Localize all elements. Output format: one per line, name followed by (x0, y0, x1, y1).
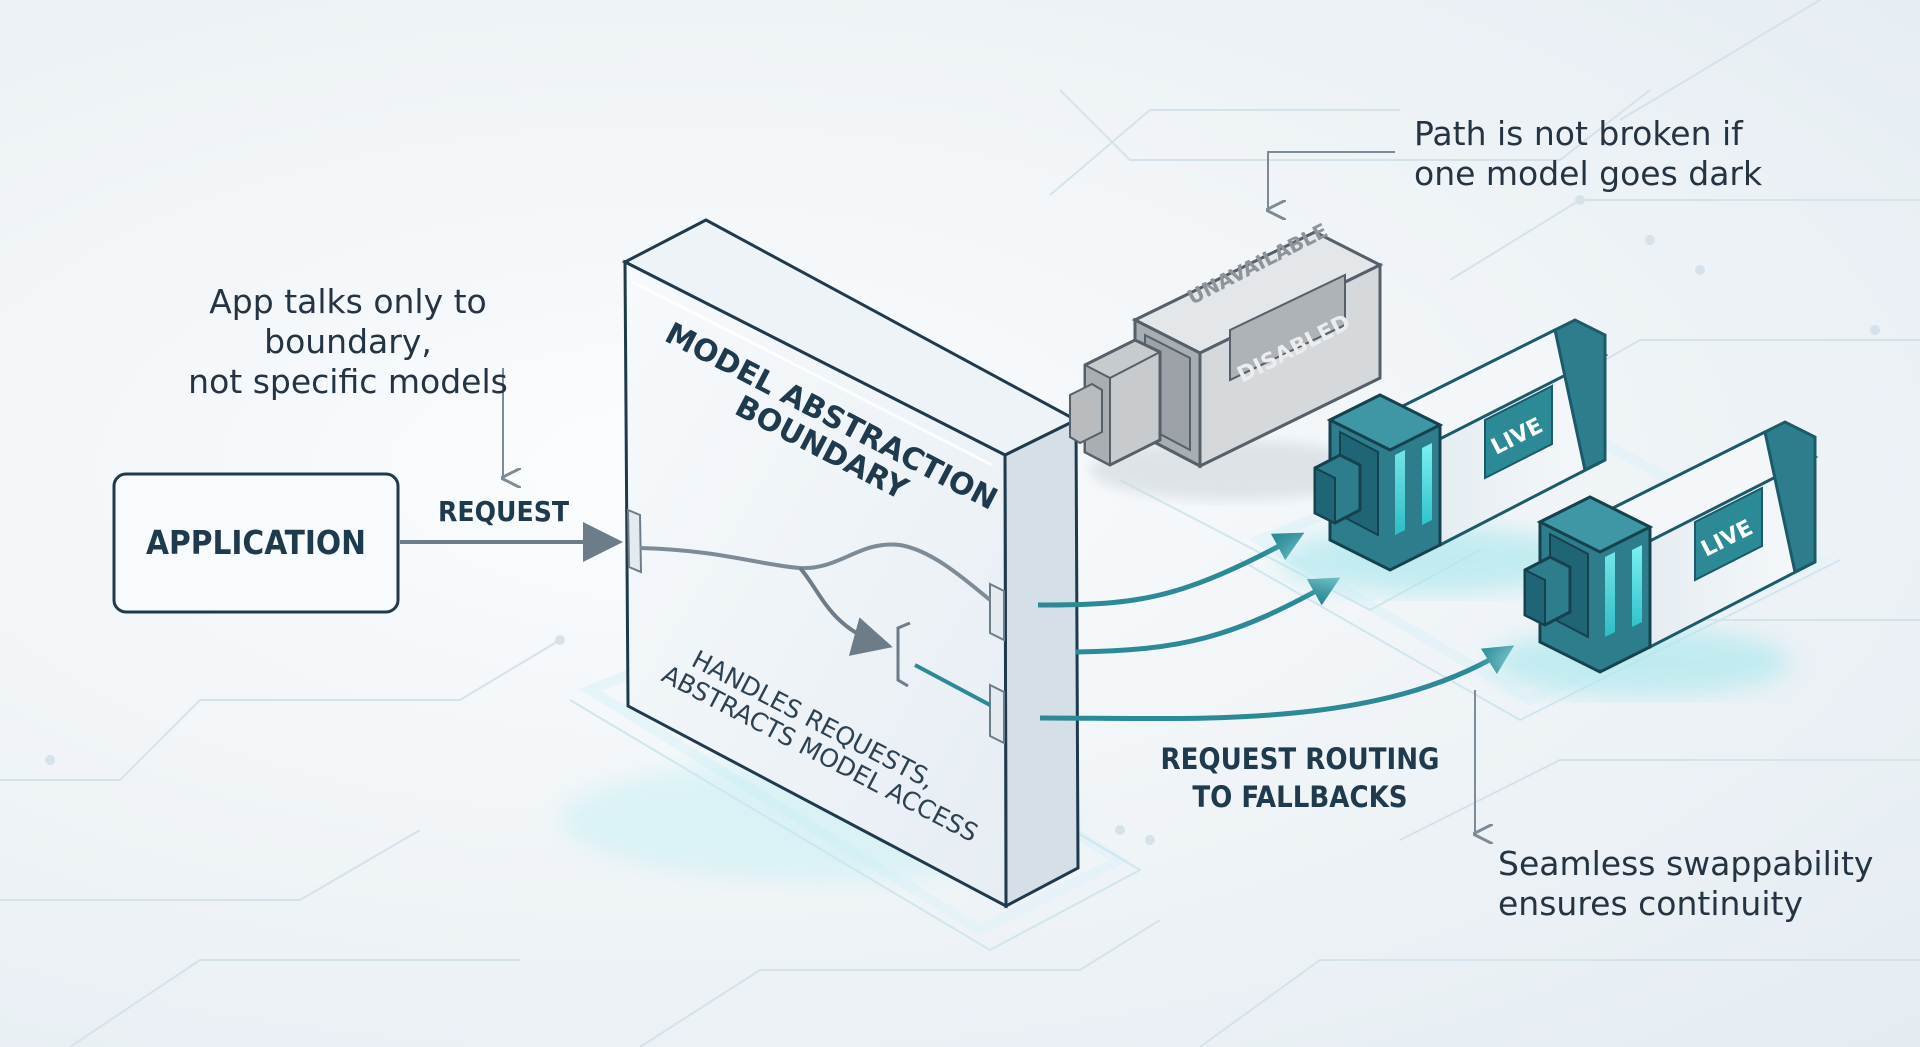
path-note-pointer (1268, 151, 1395, 210)
request-label: REQUEST (438, 495, 570, 528)
model-module-live-2 (1490, 420, 1819, 696)
note-app-boundary: App talks only to boundary, not specific… (188, 282, 508, 401)
route-arrow-2 (1075, 577, 1341, 655)
route-arrow-3 (1039, 645, 1515, 722)
route-arrow-1 (1037, 532, 1305, 608)
routing-label-line1: REQUEST ROUTING (1160, 742, 1440, 776)
note-seamless-swap: Seamless swappability ensures continuity (1498, 844, 1874, 923)
model-module-live-1 (1280, 318, 1609, 594)
abstraction-boundary-block (621, 218, 1080, 909)
routing-label-line2: TO FALLBACKS (1192, 780, 1408, 814)
application-box (112, 472, 400, 614)
note-path-not-broken: Path is not broken if one model goes dar… (1414, 114, 1763, 193)
routing-label: REQUEST ROUTING TO FALLBACKS (1150, 740, 1450, 816)
model-module-disabled (1069, 230, 1384, 500)
application-label: APPLICATION (145, 523, 366, 562)
